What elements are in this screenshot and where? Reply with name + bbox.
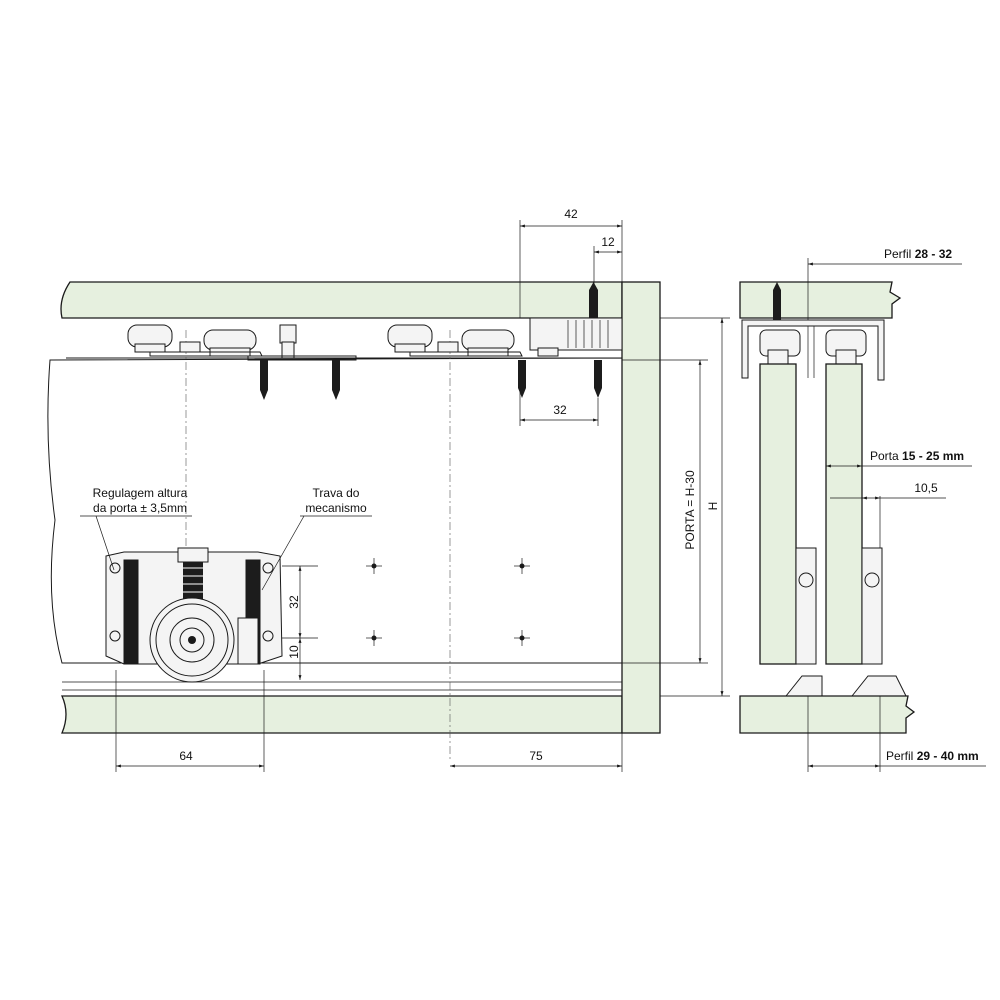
side-frame — [621, 281, 661, 734]
label-perfil-top: Perfil 28 - 32 — [884, 247, 952, 261]
dim-10: 10 — [287, 645, 301, 659]
label-perfil-top-value: 28 - 32 — [915, 247, 953, 261]
section-bottom-guides — [784, 547, 907, 697]
label-perfil-bottom-value: 29 - 40 mm — [917, 749, 979, 763]
label-porta: Porta 15 - 25 mm — [870, 449, 964, 463]
label-perfil-bottom-prefix: Perfil — [886, 749, 917, 763]
front-view: 42 12 32 32 10 64 75 PORTA = H-30 — [47, 207, 730, 772]
label-trava-2: mecanismo — [305, 501, 367, 515]
roller-carriage-left — [127, 324, 357, 361]
screw — [594, 360, 602, 398]
dim-42: 42 — [564, 207, 578, 221]
section-door-left — [759, 363, 797, 665]
label-porta-value: 15 - 25 mm — [902, 449, 964, 463]
dim-32-top: 32 — [553, 403, 567, 417]
section-top-profile — [739, 281, 902, 319]
dim-75: 75 — [529, 749, 543, 763]
roller-carriage-right — [387, 324, 523, 357]
bottom-guide-mechanism — [105, 547, 283, 683]
dim-h: H — [706, 502, 720, 511]
top-profile — [60, 281, 623, 319]
label-perfil-top-prefix: Perfil — [884, 247, 915, 261]
section-door-right — [825, 363, 863, 665]
screw — [589, 282, 598, 318]
label-regulagem-1: Regulagem altura — [93, 486, 188, 500]
screws — [260, 282, 602, 400]
screw — [260, 360, 268, 400]
section-view: Perfil 28 - 32 Porta 15 - 25 mm 10,5 Per… — [739, 247, 986, 772]
label-trava-1: Trava do — [313, 486, 360, 500]
bottom-profile — [61, 695, 623, 734]
dim-12: 12 — [601, 235, 615, 249]
dim-porta: PORTA = H-30 — [683, 470, 697, 550]
track-stopper — [529, 317, 623, 357]
dim-32-side: 32 — [287, 595, 301, 609]
hole-markers — [366, 558, 530, 646]
label-perfil-bottom: Perfil 29 - 40 mm — [886, 749, 979, 763]
label-porta-prefix: Porta — [870, 449, 902, 463]
dim-64: 64 — [179, 749, 193, 763]
screw — [332, 360, 340, 400]
dim-10-5: 10,5 — [914, 481, 938, 495]
label-regulagem-2: da porta ± 3,5mm — [93, 501, 187, 515]
section-bottom-profile — [739, 695, 916, 734]
